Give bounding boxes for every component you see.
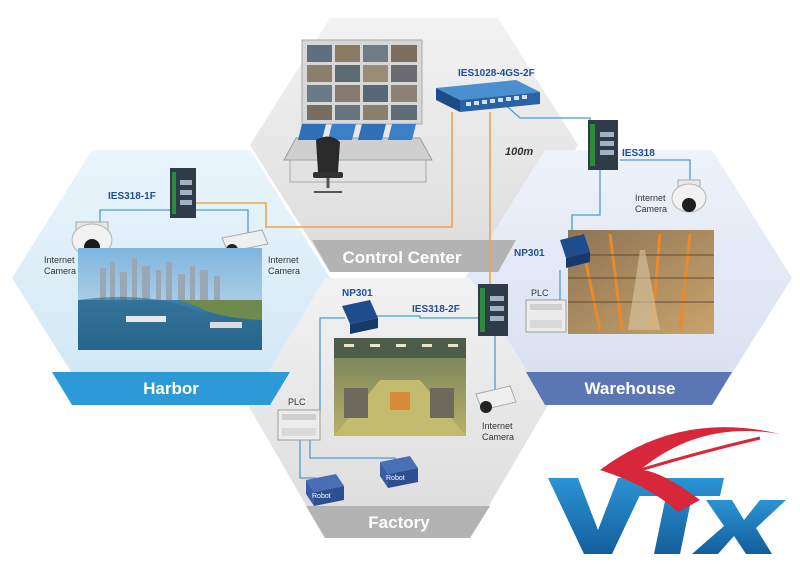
- warehouse-banner: [526, 372, 732, 405]
- link-factory-switch-np301: [376, 315, 482, 319]
- core-switch: [436, 80, 540, 112]
- video-wall-screens: [307, 45, 417, 120]
- robot-1: [306, 474, 344, 506]
- factory-np301-label: NP301: [342, 288, 373, 299]
- video-wall: [301, 39, 423, 125]
- harbor-camera-left-label-1: Internet: [44, 255, 75, 265]
- distance-label: 100m: [505, 146, 533, 158]
- harbor-switch: [170, 168, 196, 218]
- fiber-core-to-harbor: [195, 112, 453, 228]
- link-warehouse-switch-camera: [620, 159, 691, 180]
- factory-switch-label: IES318-2F: [412, 304, 460, 315]
- warehouse-plc-label: PLC: [531, 288, 549, 298]
- harbor-camera-right-label-1: Internet: [268, 255, 299, 265]
- warehouse-photo: [568, 230, 714, 334]
- harbor-banner: [52, 372, 290, 405]
- harbor-camera-right-label-2: Camera: [268, 266, 300, 276]
- factory-photo: [334, 338, 466, 436]
- factory-switch: [478, 284, 508, 336]
- warehouse-switch: [588, 120, 618, 170]
- factory-camera-icon: [475, 385, 517, 413]
- factory-title: Factory: [368, 513, 430, 532]
- warehouse-switch-label: IES318: [622, 148, 655, 159]
- warehouse-np301: [560, 234, 590, 268]
- harbor-camera-left-label-2: Camera: [44, 266, 76, 276]
- harbor-switch-label: IES318-1F: [108, 191, 156, 202]
- core-switch-label: IES1028-4GS-2F: [458, 68, 535, 79]
- control-center-title: Control Center: [343, 248, 462, 267]
- warehouse-camera-label-1: Internet: [635, 193, 666, 203]
- warehouse-title: Warehouse: [584, 379, 675, 398]
- factory-np301: [342, 300, 378, 334]
- logo-swoosh-line: [639, 436, 761, 472]
- desk-monitors: [298, 124, 416, 140]
- factory-plc-label: PLC: [288, 397, 306, 407]
- link-harbor-switch-cam-right: [195, 209, 249, 236]
- link-warehouse-switch-np301: [571, 170, 601, 236]
- factory-camera-label-1: Internet: [482, 421, 513, 431]
- warehouse-camera-label-2: Camera: [635, 204, 667, 214]
- logo-letter-t: [630, 478, 724, 554]
- robot-2-label: Robot: [386, 475, 405, 482]
- factory-plc: [277, 409, 321, 441]
- factory-banner: [306, 506, 490, 538]
- robot-1-label: Robot: [312, 493, 331, 500]
- warehouse-camera-icon: [671, 179, 707, 213]
- harbor-photo: [78, 248, 262, 350]
- harbor-title: Harbor: [143, 379, 199, 398]
- control-center-banner: [312, 240, 516, 272]
- logo-letter-x-blue: [692, 500, 786, 554]
- warehouse-plc: [525, 299, 567, 333]
- operator-chair: [313, 136, 343, 193]
- logo-swoosh: [600, 427, 780, 512]
- vtx-logo: [548, 427, 786, 554]
- factory-camera-label-2: Camera: [482, 432, 514, 442]
- robot-2: [380, 456, 418, 488]
- logo-letter-v: [548, 478, 648, 554]
- fiber-links: [195, 112, 491, 290]
- link-plc-robot-1: [299, 440, 316, 479]
- warehouse-np301-label: NP301: [514, 248, 545, 259]
